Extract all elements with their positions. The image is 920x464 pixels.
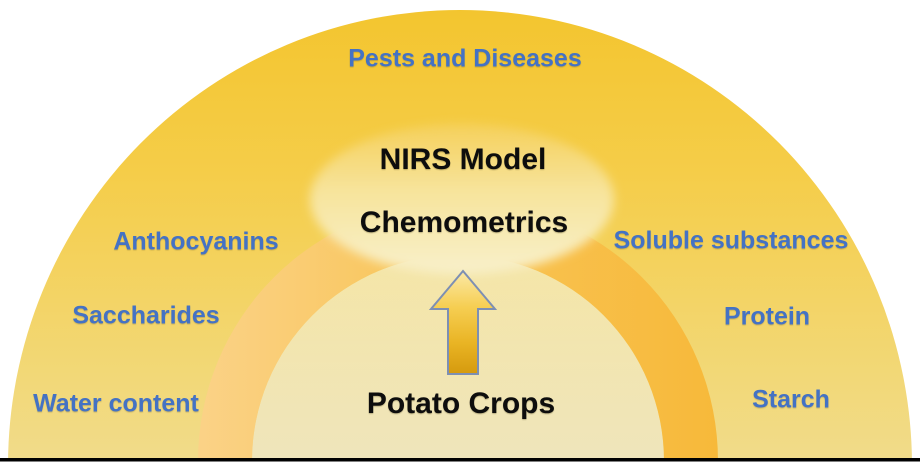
label-potato-crops: Potato Crops: [366, 387, 556, 420]
center-ellipse: [310, 124, 614, 274]
label-starch: Starch: [752, 385, 830, 414]
label-anthocyanins: Anthocyanins: [113, 227, 279, 256]
bottom-white-strip: [0, 461, 920, 464]
bottom-border-line: [0, 458, 920, 462]
label-nirs-model: NIRS Model: [379, 143, 547, 176]
label-saccharides: Saccharides: [72, 301, 220, 330]
label-pests-and-diseases: Pests and Diseases: [348, 44, 582, 73]
label-chemometrics: Chemometrics: [359, 206, 569, 239]
label-water-content: Water content: [33, 389, 199, 418]
label-soluble-substances: Soluble substances: [613, 226, 849, 255]
up-arrow-icon: [428, 269, 498, 375]
label-protein: Protein: [723, 302, 811, 331]
arch-band: [198, 201, 718, 461]
